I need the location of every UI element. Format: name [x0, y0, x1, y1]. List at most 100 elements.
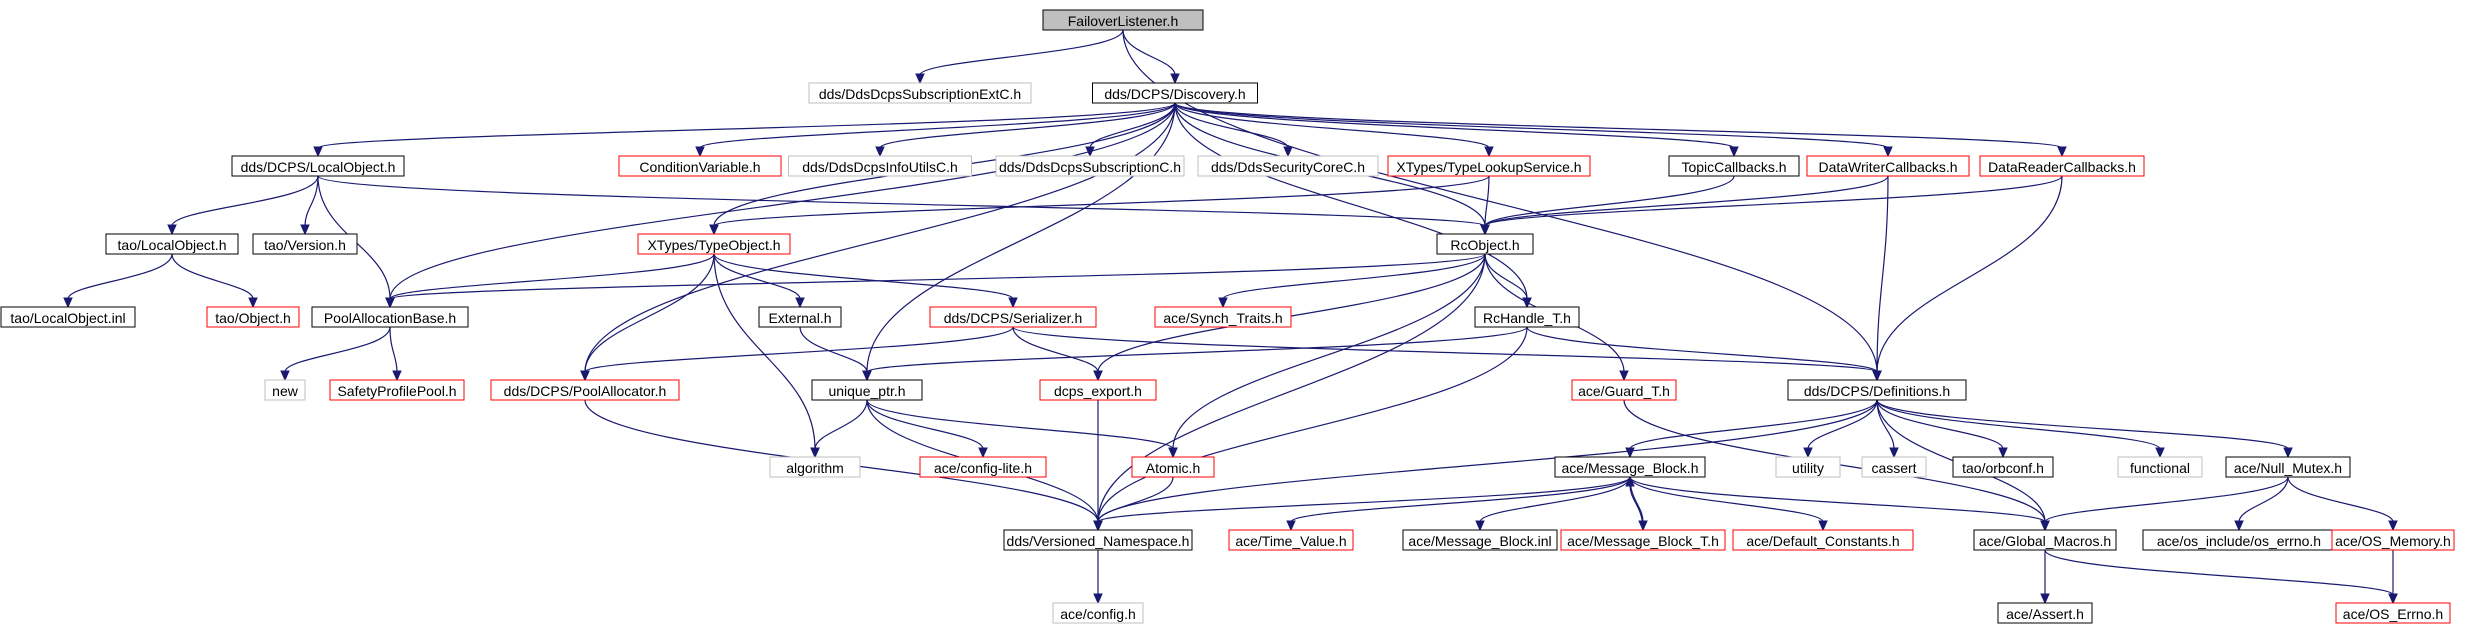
- node-box[interactable]: [1228, 529, 1354, 551]
- node-dds-dcps-definitions-h[interactable]: dds/DCPS/Definitions.h: [1787, 379, 1967, 401]
- node-box[interactable]: [929, 306, 1097, 328]
- node-topiccallbacks-h[interactable]: TopicCallbacks.h: [1668, 155, 1800, 177]
- node-box[interactable]: [1571, 379, 1677, 401]
- node-box[interactable]: [1003, 529, 1193, 551]
- node-box[interactable]: [1402, 529, 1558, 551]
- node-label: ace/Message_Block.h: [1562, 460, 1699, 476]
- node-ace-os-memory-h[interactable]: ace/OS_Memory.h: [2331, 529, 2455, 551]
- node-ace-default-constants-h[interactable]: ace/Default_Constants.h: [1732, 529, 1914, 551]
- node-box[interactable]: [1387, 155, 1591, 177]
- node-box[interactable]: [311, 306, 469, 328]
- node-tao-localobject-inl[interactable]: tao/LocalObject.inl: [0, 306, 136, 328]
- node-rchandle-t-h[interactable]: RcHandle_T.h: [1474, 306, 1580, 328]
- node-tao-version-h[interactable]: tao/Version.h: [252, 233, 358, 255]
- node-box[interactable]: [1436, 233, 1534, 255]
- node-xtypes-typeobject-h[interactable]: XTypes/TypeObject.h: [637, 233, 791, 255]
- node-unique-ptr-h[interactable]: unique_ptr.h: [811, 379, 923, 401]
- node-ace-global-macros-h[interactable]: ace/Global_Macros.h: [1973, 529, 2117, 551]
- edge-localobjectdcps-to-taoversion: [300, 175, 319, 236]
- edge-discovery-to-drcb: [1174, 102, 2067, 158]
- node-box[interactable]: [231, 155, 405, 177]
- node-label: DataReaderCallbacks.h: [1988, 159, 2136, 175]
- edge-msgblock-to-timevalue: [1286, 476, 1631, 532]
- node-datareadercallbacks-h[interactable]: DataReaderCallbacks.h: [1979, 155, 2145, 177]
- node-box[interactable]: [1039, 379, 1157, 401]
- node-box[interactable]: [1131, 456, 1215, 478]
- node-dcps-export-h[interactable]: dcps_export.h: [1039, 379, 1157, 401]
- node-xtypes-typelookupservice-h[interactable]: XTypes/TypeLookupService.h: [1387, 155, 1591, 177]
- node-box[interactable]: [105, 233, 239, 255]
- node-label: algorithm: [786, 460, 844, 476]
- arrowhead: [1093, 370, 1103, 382]
- node-dds-dcps-discovery-h[interactable]: dds/DCPS/Discovery.h: [1092, 82, 1258, 104]
- node-ace-message-block-h[interactable]: ace/Message_Block.h: [1554, 456, 1706, 478]
- node-ace-guard-t-h[interactable]: ace/Guard_T.h: [1571, 379, 1677, 401]
- node-box[interactable]: [1997, 602, 2093, 624]
- node-ace-synch-traits-h[interactable]: ace/Synch_Traits.h: [1154, 306, 1292, 328]
- node-tao-orbconf-h[interactable]: tao/orbconf.h: [1952, 456, 2054, 478]
- node-algorithm: algorithm: [769, 456, 861, 478]
- node-box[interactable]: [2225, 456, 2351, 478]
- node-ace-null-mutex-h[interactable]: ace/Null_Mutex.h: [2225, 456, 2351, 478]
- node-dds-dcps-serializer-h[interactable]: dds/DCPS/Serializer.h: [929, 306, 1097, 328]
- node-box[interactable]: [1560, 529, 1726, 551]
- node-box[interactable]: [252, 233, 358, 255]
- node-box[interactable]: [811, 379, 923, 401]
- node-dds-dcps-localobject-h[interactable]: dds/DCPS/LocalObject.h: [231, 155, 405, 177]
- node-box[interactable]: [637, 233, 791, 255]
- edge-discovery-to-topiccb: [1174, 102, 1739, 158]
- arrowhead: [2283, 447, 2293, 459]
- node-box[interactable]: [1732, 529, 1914, 551]
- node-label: ace/Message_Block_T.h: [1567, 533, 1719, 549]
- node-box[interactable]: [1952, 456, 2054, 478]
- node-dds-dcps-poolallocator-h[interactable]: dds/DCPS/PoolAllocator.h: [490, 379, 680, 401]
- node-dds-versioned-namespace-h[interactable]: dds/Versioned_Namespace.h: [1003, 529, 1193, 551]
- node-conditionvariable-h[interactable]: ConditionVariable.h: [618, 155, 782, 177]
- edge-topiccb-to-rcobject: [1480, 175, 1735, 236]
- arrowhead: [1625, 475, 1635, 487]
- node-box[interactable]: [1668, 155, 1800, 177]
- node-box[interactable]: [1154, 306, 1292, 328]
- node-box[interactable]: [329, 379, 465, 401]
- edge-typeobject-to-serializer: [713, 253, 1018, 309]
- node-atomic-h[interactable]: Atomic.h: [1131, 456, 1215, 478]
- node-box[interactable]: [1554, 456, 1706, 478]
- node-box[interactable]: [758, 306, 842, 328]
- node-box[interactable]: [1787, 379, 1967, 401]
- arrowhead: [2040, 520, 2050, 532]
- node-ace-os-errno-h[interactable]: ace/OS_Errno.h: [2335, 602, 2451, 624]
- node-box[interactable]: [1979, 155, 2145, 177]
- node-external-h[interactable]: External.h: [758, 306, 842, 328]
- node-box[interactable]: [618, 155, 782, 177]
- edge-uniqueptr-to-algorithm: [810, 399, 868, 459]
- node-box[interactable]: [0, 306, 136, 328]
- node-tao-object-h[interactable]: tao/Object.h: [206, 306, 300, 328]
- node-box[interactable]: [2335, 602, 2451, 624]
- node-tao-localobject-h[interactable]: tao/LocalObject.h: [105, 233, 239, 255]
- node-ace-assert-h[interactable]: ace/Assert.h: [1997, 602, 2093, 624]
- node-box[interactable]: [2331, 529, 2455, 551]
- node-ace-message-block-inl[interactable]: ace/Message_Block.inl: [1402, 529, 1558, 551]
- node-ace-time-value-h[interactable]: ace/Time_Value.h: [1228, 529, 1354, 551]
- node-rcobject-h[interactable]: RcObject.h: [1436, 233, 1534, 255]
- node-dds-ddssecuritycorec-h: dds/DdsSecurityCoreC.h: [1197, 155, 1379, 177]
- node-box[interactable]: [1973, 529, 2117, 551]
- node-box[interactable]: [1474, 306, 1580, 328]
- node-datawritercallbacks-h[interactable]: DataWriterCallbacks.h: [1806, 155, 1970, 177]
- node-box[interactable]: [1092, 82, 1258, 104]
- node-ace-config-lite-h[interactable]: ace/config-lite.h: [919, 456, 1047, 478]
- edge-dwcb-to-definitions: [1872, 175, 1889, 382]
- node-poolallocationbase-h[interactable]: PoolAllocationBase.h: [311, 306, 469, 328]
- node-box[interactable]: [206, 306, 300, 328]
- node-box[interactable]: [1806, 155, 1970, 177]
- node-box[interactable]: [490, 379, 680, 401]
- edge-dwcb-to-rcobject: [1480, 175, 1889, 236]
- edge-localobjectdcps-to-taolocalobject: [167, 175, 319, 236]
- node-box[interactable]: [919, 456, 1047, 478]
- node-safetyprofilepool-h[interactable]: SafetyProfilePool.h: [329, 379, 465, 401]
- node-label: ace/config-lite.h: [934, 460, 1032, 476]
- edge-rcobject-to-rchandle: [1484, 253, 1532, 309]
- node-dds-ddsdcpsinfoutilsc-h: dds/DdsDcpsInfoUtilsC.h: [788, 155, 972, 177]
- node-ace-message-block-t-h[interactable]: ace/Message_Block_T.h: [1560, 529, 1726, 551]
- node-ace-os-include-os-errno-h[interactable]: ace/os_include/os_errno.h: [2142, 529, 2336, 551]
